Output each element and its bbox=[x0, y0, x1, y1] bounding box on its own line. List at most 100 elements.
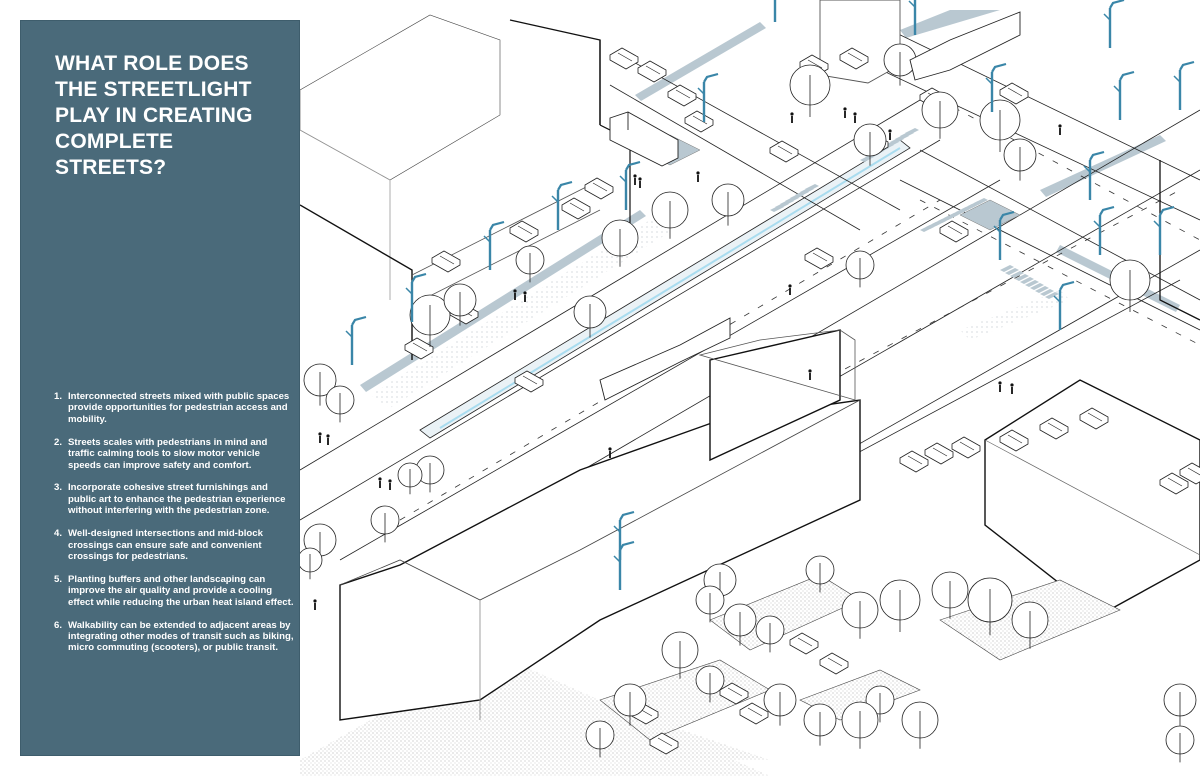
car-roof-line bbox=[592, 182, 608, 192]
list-item: 6. Walkability can be extended to adjacen… bbox=[54, 620, 294, 654]
streetlight-bracket bbox=[1103, 13, 1111, 21]
car bbox=[899, 450, 929, 473]
street-illustration bbox=[300, 0, 1200, 776]
car-roof-line bbox=[727, 687, 743, 697]
list-item-number: 4. bbox=[54, 528, 63, 540]
car-roof-line bbox=[617, 52, 633, 62]
crosswalk-stripe bbox=[974, 198, 988, 205]
car bbox=[649, 732, 679, 755]
bike-lane bbox=[1040, 135, 1166, 197]
pedestrian-head bbox=[388, 479, 392, 483]
car bbox=[1159, 472, 1189, 495]
pedestrian-head bbox=[853, 112, 857, 116]
pedestrian-head bbox=[513, 289, 517, 293]
street-edge-line bbox=[919, 149, 1200, 301]
streetlight-bracket bbox=[697, 87, 705, 95]
street-edge-line bbox=[629, 59, 901, 211]
title-line: STREETS? bbox=[55, 156, 167, 179]
bike-lane bbox=[900, 10, 1000, 38]
car bbox=[609, 47, 639, 70]
car-roof-line bbox=[1007, 87, 1023, 97]
list-item: 4. Well-designed intersections and mid-bl… bbox=[54, 528, 294, 562]
car bbox=[404, 337, 434, 360]
list-item-text: Well-designed intersections and mid-bloc… bbox=[68, 528, 263, 562]
crosswalk-stripe bbox=[1005, 268, 1019, 275]
pedestrian-head bbox=[326, 434, 330, 438]
streetlight-bracket bbox=[993, 225, 1001, 233]
car bbox=[1039, 417, 1069, 440]
car bbox=[999, 82, 1029, 105]
car bbox=[769, 140, 799, 163]
car-roof-line bbox=[777, 145, 793, 155]
streetlight-arm bbox=[1179, 60, 1195, 71]
crosswalk-stripe bbox=[1025, 280, 1039, 287]
car bbox=[637, 60, 667, 83]
info-panel: WHAT ROLE DOES THE STREETLIGHT PLAY IN C… bbox=[20, 20, 300, 756]
list-item: 1.Interconnected streets mixed with publ… bbox=[54, 391, 294, 425]
streetlight-arm bbox=[625, 160, 641, 171]
building-center bbox=[339, 399, 861, 721]
car bbox=[431, 250, 461, 273]
car bbox=[684, 110, 714, 133]
car-roof-line bbox=[797, 637, 813, 647]
street-edge-line bbox=[609, 84, 861, 231]
intersection-marking bbox=[959, 199, 1021, 231]
car-roof-line bbox=[1007, 434, 1023, 444]
streetlight-bracket bbox=[1093, 220, 1101, 228]
streetlight-arm bbox=[489, 220, 505, 231]
streetlight-bracket bbox=[345, 330, 353, 338]
crosswalk-stripe bbox=[805, 184, 819, 191]
car bbox=[1179, 462, 1200, 485]
streetlight-bracket bbox=[613, 555, 621, 563]
car-roof-line bbox=[1047, 422, 1063, 432]
list-item-text: Streets scales with pedestrians in mind … bbox=[68, 436, 268, 471]
lane-divider-line bbox=[919, 199, 1200, 346]
car-roof-line bbox=[907, 455, 923, 465]
car bbox=[789, 632, 819, 655]
building-lower-right bbox=[984, 379, 1200, 616]
crosswalk-stripe bbox=[1015, 274, 1029, 281]
streetlight-arm bbox=[1059, 280, 1075, 291]
pedestrian-head bbox=[808, 369, 812, 373]
lane-divider-line bbox=[449, 189, 1181, 581]
streetlight-arm bbox=[703, 72, 719, 83]
street-edge-line bbox=[339, 179, 1001, 561]
street-lines bbox=[300, 29, 1200, 641]
street-edge-line bbox=[899, 179, 1200, 331]
car-roof-line bbox=[517, 225, 533, 235]
streetlight-arm bbox=[991, 62, 1007, 73]
pedestrian-head bbox=[1010, 383, 1014, 387]
list-item-text: Walkability can be extended to adjacent … bbox=[68, 619, 294, 654]
streetlight-bracket bbox=[551, 195, 559, 203]
bus bbox=[609, 111, 679, 167]
car bbox=[939, 220, 969, 243]
car-roof-line bbox=[439, 255, 455, 265]
car bbox=[667, 84, 697, 107]
car-roof-line bbox=[947, 225, 963, 235]
street-edge-line bbox=[300, 99, 921, 471]
pedestrian-head bbox=[608, 447, 612, 451]
pedestrian-head bbox=[696, 171, 700, 175]
list-item-number: 6. bbox=[54, 619, 63, 631]
streetlight-arm bbox=[1119, 70, 1135, 81]
pedestrian-head bbox=[788, 284, 792, 288]
title-line: WHAT ROLE DOES bbox=[55, 52, 249, 75]
title-line: THE STREETLIGHT bbox=[55, 78, 252, 101]
car-roof-line bbox=[747, 707, 763, 717]
list-item-number: 1. bbox=[54, 391, 63, 402]
bike-lane bbox=[635, 22, 766, 101]
streetlight-bracket bbox=[985, 77, 993, 85]
streetlight-arm bbox=[1109, 0, 1125, 9]
streetlight-arm bbox=[999, 210, 1015, 221]
benefits-list: 1.Interconnected streets mixed with publ… bbox=[54, 391, 294, 665]
car bbox=[514, 370, 544, 393]
car-roof-line bbox=[569, 202, 585, 212]
car-roof-line bbox=[645, 65, 661, 75]
streetlight-bracket bbox=[908, 0, 916, 8]
car-roof-line bbox=[412, 342, 428, 352]
crosswalk-stripe bbox=[1030, 283, 1044, 290]
street-edge-line bbox=[300, 139, 941, 521]
car-roof-line bbox=[959, 441, 975, 451]
pedestrian-head bbox=[378, 477, 382, 481]
sidewalk bbox=[370, 220, 670, 408]
